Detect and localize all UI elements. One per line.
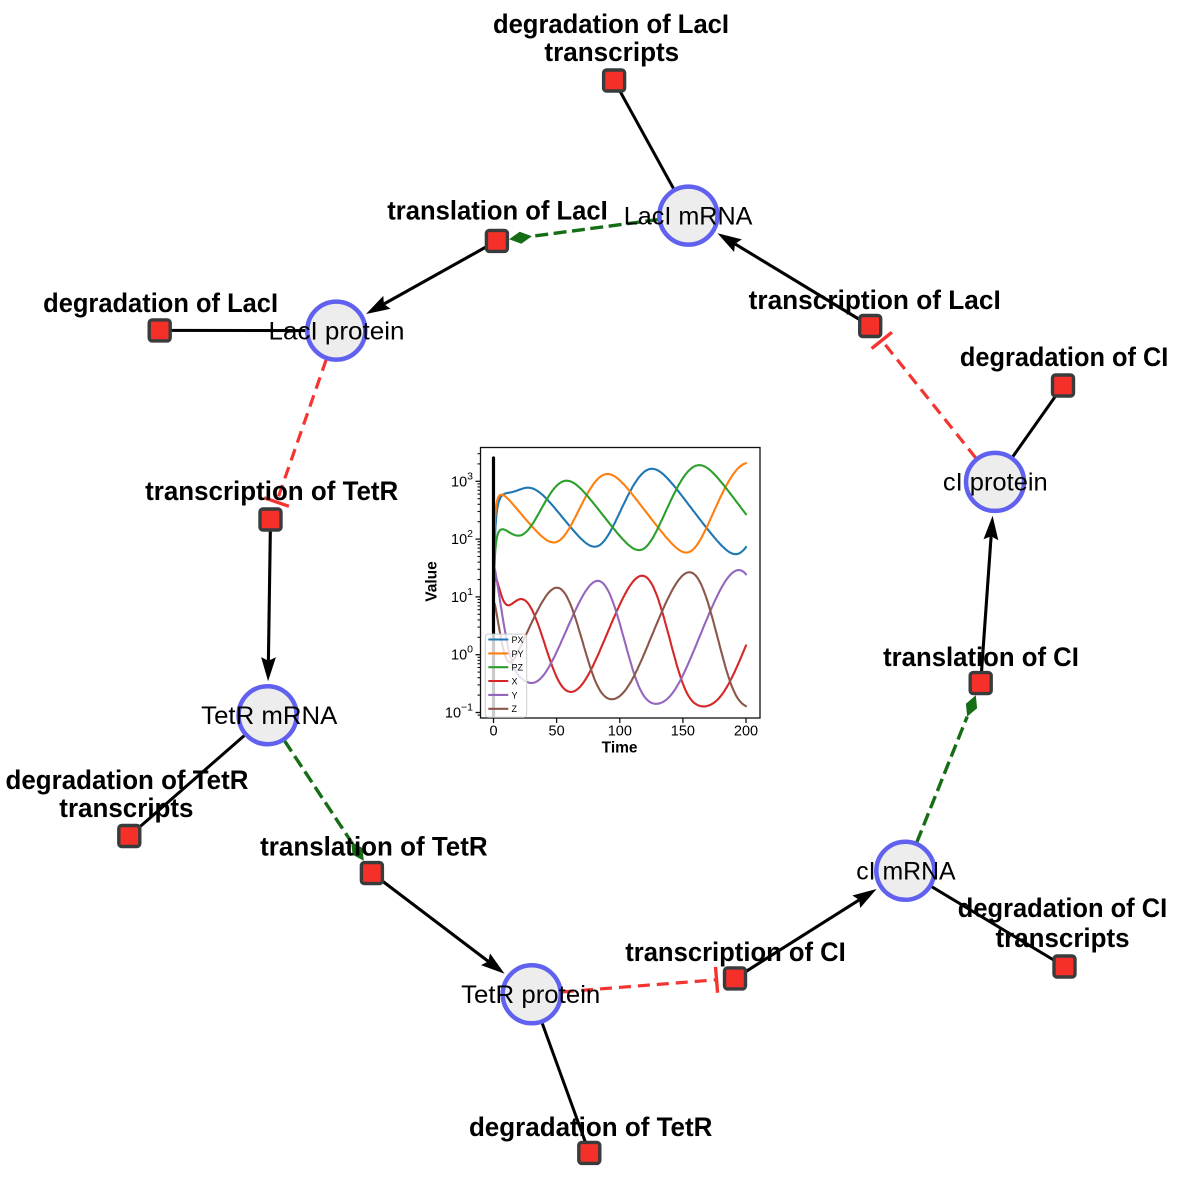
svg-text:translation of LacI: translation of LacI xyxy=(387,196,608,226)
svg-text:TetR protein: TetR protein xyxy=(461,981,600,1009)
svg-text:PY: PY xyxy=(512,649,524,659)
svg-text:100: 100 xyxy=(608,724,632,740)
svg-text:10−1: 10−1 xyxy=(445,702,473,722)
svg-text:103: 103 xyxy=(451,470,473,490)
svg-text:PX: PX xyxy=(512,635,524,645)
svg-text:PZ: PZ xyxy=(512,663,524,673)
svg-text:100: 100 xyxy=(451,644,473,664)
svg-text:Value: Value xyxy=(424,561,441,602)
svg-text:transcription of LacI: transcription of LacI xyxy=(749,285,1001,315)
svg-text:200: 200 xyxy=(734,724,758,740)
svg-text:50: 50 xyxy=(549,724,565,740)
svg-text:transcription of CI: transcription of CI xyxy=(625,937,846,967)
svg-text:0: 0 xyxy=(489,724,497,740)
svg-text:translation of CI: translation of CI xyxy=(883,642,1079,672)
svg-text:X: X xyxy=(512,677,518,687)
svg-text:LacI mRNA: LacI mRNA xyxy=(624,202,753,230)
svg-text:degradation of LacI: degradation of LacI xyxy=(43,288,278,318)
svg-text:Y: Y xyxy=(512,690,518,700)
svg-text:102: 102 xyxy=(451,528,473,548)
svg-text:transcription of TetR: transcription of TetR xyxy=(145,476,398,506)
svg-text:cI mRNA: cI mRNA xyxy=(856,858,956,886)
svg-text:Z: Z xyxy=(512,704,518,714)
svg-text:101: 101 xyxy=(451,586,473,606)
svg-text:degradation of CI: degradation of CI xyxy=(960,342,1168,372)
svg-text:degradation of TetR: degradation of TetR xyxy=(469,1112,713,1142)
svg-text:TetR mRNA: TetR mRNA xyxy=(201,702,338,730)
svg-text:degradation of LacI: degradation of LacI xyxy=(493,9,729,39)
svg-text:150: 150 xyxy=(671,724,695,740)
svg-text:Time: Time xyxy=(602,740,638,757)
svg-text:transcripts: transcripts xyxy=(544,37,679,67)
svg-text:transcripts: transcripts xyxy=(996,923,1130,953)
svg-text:degradation of TetR: degradation of TetR xyxy=(6,765,249,795)
svg-text:cI protein: cI protein xyxy=(943,469,1048,497)
svg-text:degradation of CI: degradation of CI xyxy=(958,893,1167,923)
svg-text:translation of TetR: translation of TetR xyxy=(260,832,488,862)
svg-text:transcripts: transcripts xyxy=(59,793,193,823)
svg-text:LacI protein: LacI protein xyxy=(269,317,405,345)
